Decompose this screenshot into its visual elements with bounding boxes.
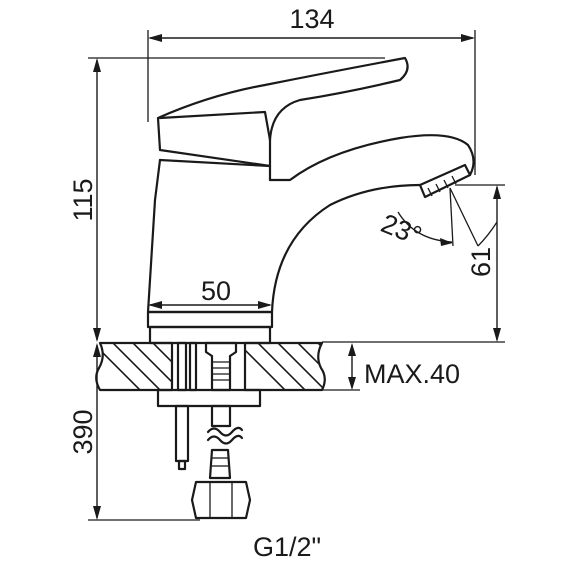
countertop-slab bbox=[95, 341, 326, 392]
dimension-width-134: 134 bbox=[147, 4, 476, 175]
base-plate bbox=[148, 325, 272, 345]
faucet-body bbox=[146, 56, 475, 345]
dimension-angle-23: 23° bbox=[377, 187, 479, 251]
base-width-label: 50 bbox=[201, 276, 231, 306]
max-thickness-label: MAX.40 bbox=[364, 359, 460, 389]
fixing-nut bbox=[156, 388, 262, 408]
width-label: 134 bbox=[289, 4, 334, 34]
hose-length-label: 390 bbox=[68, 409, 98, 454]
dimension-height-115: 115 bbox=[68, 57, 385, 342]
dimension-max-thickness: MAX.40 bbox=[322, 343, 460, 391]
mounting-shank bbox=[156, 341, 262, 408]
base-collar bbox=[146, 310, 274, 329]
dimension-base-50: 50 bbox=[148, 276, 272, 309]
height-label: 115 bbox=[68, 178, 98, 221]
angle-label: 23° bbox=[377, 208, 426, 251]
hex-connector bbox=[190, 480, 252, 520]
outlet-height-label: 61 bbox=[466, 247, 496, 277]
dimension-outlet-61: 61 bbox=[322, 184, 505, 343]
supply-hoses bbox=[174, 404, 252, 520]
thread-label: G1/2" bbox=[253, 532, 321, 562]
dimension-hose-390: 390 bbox=[68, 343, 200, 521]
